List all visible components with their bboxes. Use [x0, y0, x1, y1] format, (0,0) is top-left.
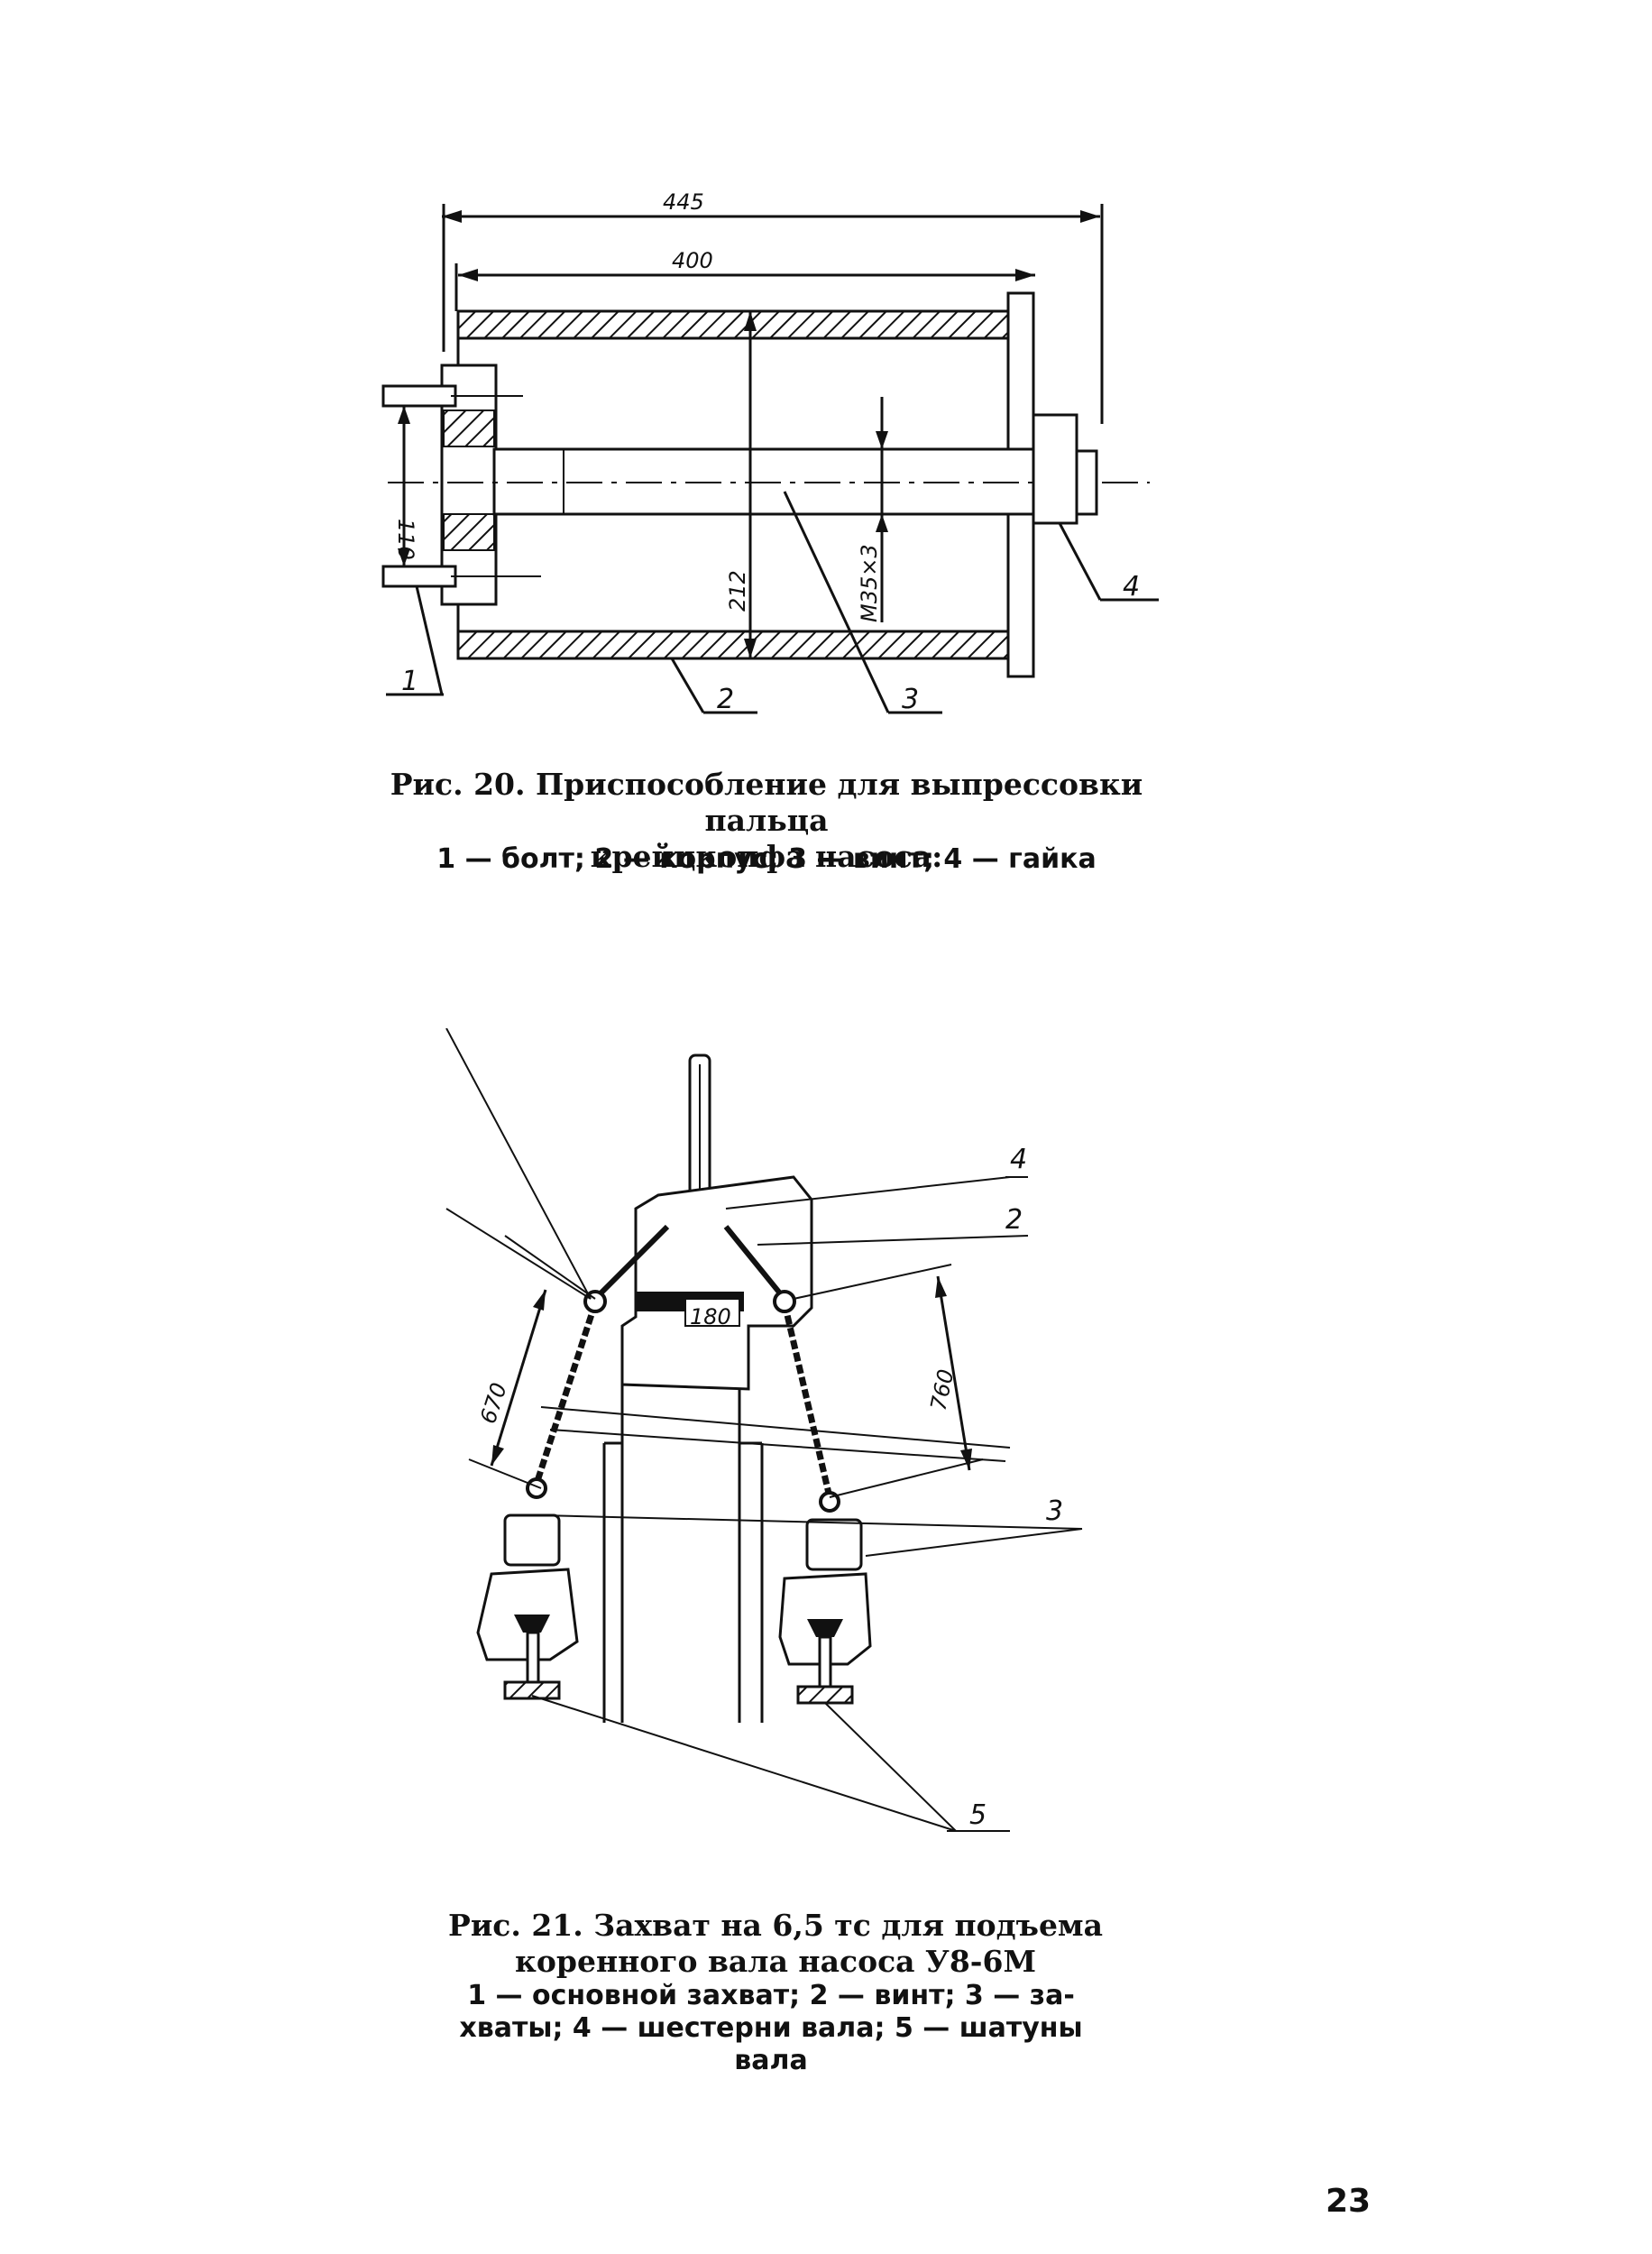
figure-21-caption-line1: Рис. 21. Захват на 6,5 тс для подъема	[448, 1908, 1103, 1943]
callout-4: 4	[1058, 522, 1159, 603]
dim-thread-label: М35×3	[857, 544, 882, 622]
svg-text:4: 4	[1123, 571, 1140, 603]
dimension-212: 212	[725, 311, 757, 658]
callout-2: 2	[757, 1204, 1029, 1246]
figure-20-drawing: 445 400 110	[381, 189, 1159, 715]
svg-text:2: 2	[717, 684, 734, 715]
callout-2: 2	[670, 658, 757, 715]
callout-5: 5	[531, 1695, 1010, 1832]
figure-20-caption-line1: Рис. 20. Приспособление для выпрессовки …	[390, 767, 1143, 838]
main-grip-plate: 180	[620, 1175, 813, 1391]
hook-shank	[688, 1053, 711, 1210]
dim-212-label: 212	[725, 570, 750, 612]
figure-21-legend: 1 — основной захват; 2 — винт; 3 — за- х…	[397, 1980, 1145, 2077]
callout-3: 3	[540, 1495, 1083, 1557]
figure-21-caption: Рис. 21. Захват на 6,5 тс для подъема ко…	[379, 1908, 1172, 1980]
dimension-445: 445	[442, 189, 1104, 424]
dimension-670: 670	[468, 1235, 596, 1489]
figure-21-legend-line3: вала	[734, 2045, 808, 2076]
dim-180-label: 180	[690, 1304, 731, 1329]
svg-text:3: 3	[1046, 1495, 1063, 1527]
page-number: 23	[1326, 2183, 1372, 2220]
figure-20-caption: Рис. 20. Приспособление для выпрессовки …	[343, 767, 1190, 875]
callout-3: 3	[783, 491, 942, 715]
dim-760-label: 760	[925, 1367, 959, 1413]
figure-21-caption-line2: коренного вала насоса У8-6М	[515, 1944, 1036, 1979]
callout-1: 1	[386, 585, 444, 697]
svg-text:1: 1	[401, 666, 418, 697]
figure-20-legend: 1 — болт; 2 — корпус; 3 — винт; 4 — гайк…	[436, 843, 1097, 875]
right-sling	[723, 1225, 840, 1513]
svg-text:3: 3	[902, 684, 919, 715]
dim-445-label: 445	[663, 189, 704, 215]
bolt-top	[381, 384, 523, 408]
dimension-400: 400	[454, 248, 1035, 311]
shaft-column	[602, 1385, 764, 1723]
nut	[1032, 413, 1098, 525]
callout-4: 4	[725, 1144, 1028, 1210]
dimension-110: 110	[393, 406, 418, 566]
svg-text:4: 4	[1010, 1144, 1027, 1175]
dimension-thread: М35×3	[857, 397, 888, 622]
dimension-760: 760	[793, 1264, 984, 1498]
right-clamp	[778, 1518, 872, 1705]
screw	[388, 447, 1150, 516]
figure-21-legend-line2: хваты; 4 — шестерни вала; 5 — шатуны	[459, 2012, 1083, 2044]
svg-text:5: 5	[969, 1799, 987, 1831]
left-clamp	[476, 1513, 579, 1700]
figure-21-drawing: 180	[445, 1028, 1083, 1832]
figure-21-legend-line1: 1 — основной захват; 2 — винт; 3 — за-	[467, 1980, 1075, 2011]
figure-20-caption-line2: крейцкопфа насоса:	[590, 839, 943, 874]
dim-400-label: 400	[672, 248, 713, 273]
svg-text:2: 2	[1005, 1204, 1023, 1236]
bolt-bottom	[381, 565, 541, 588]
dim-110-label: 110	[393, 519, 418, 560]
